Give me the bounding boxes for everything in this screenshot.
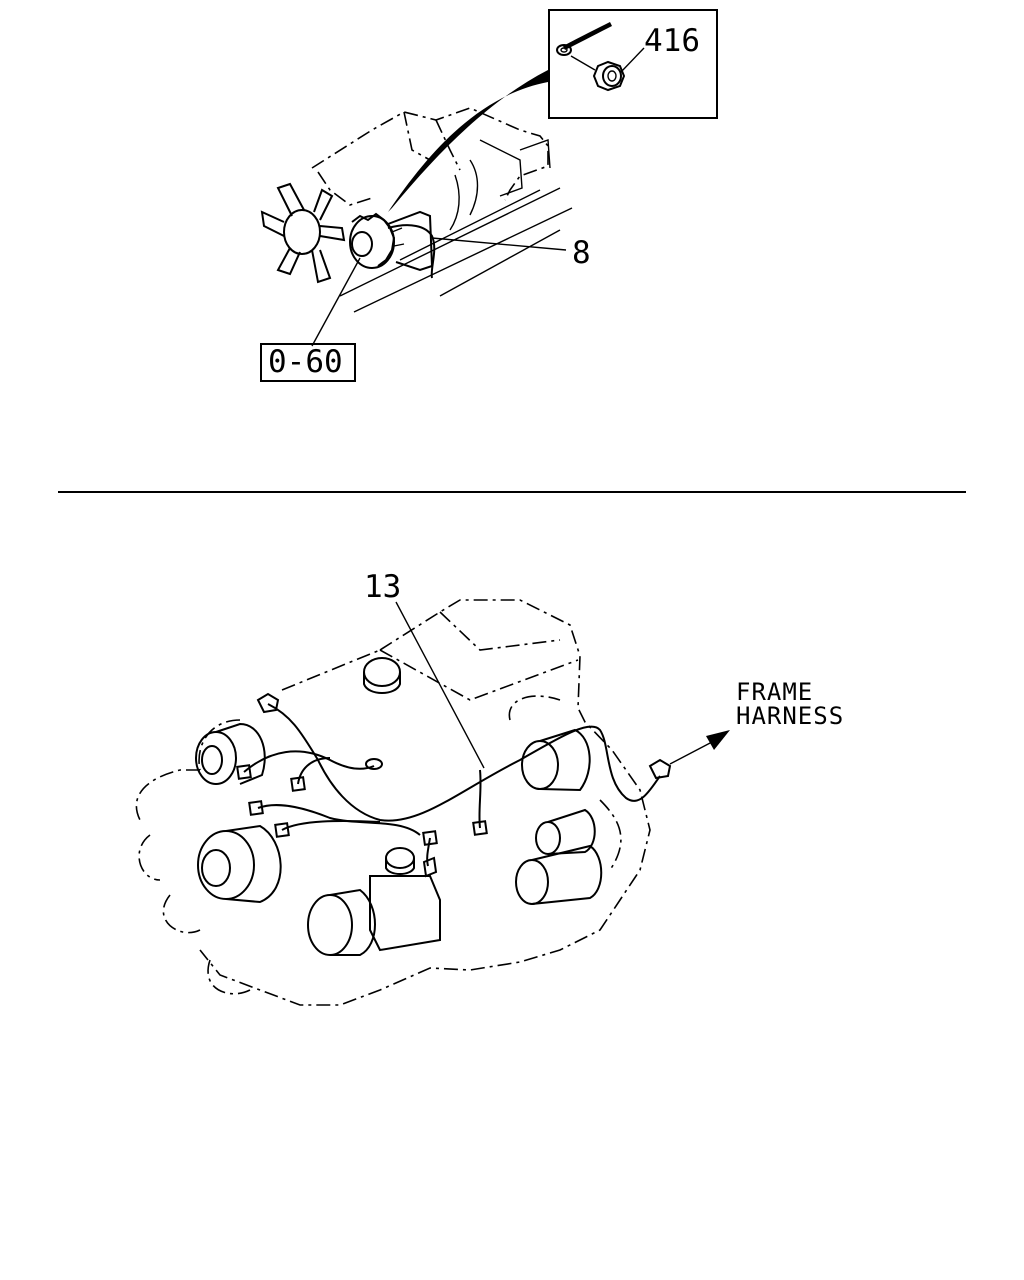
callout-13-label: 13 bbox=[364, 569, 401, 605]
alternator-icon bbox=[349, 210, 434, 272]
oil-filler-cap-icon bbox=[363, 657, 401, 694]
detail-inset-frame bbox=[548, 9, 718, 119]
detail-wire bbox=[563, 22, 612, 50]
connector-icon bbox=[236, 692, 488, 878]
front-pulley-icon bbox=[195, 722, 376, 956]
detail-inset: 416 bbox=[388, 9, 718, 212]
frame-harness-label-line1: FRAME bbox=[736, 678, 813, 706]
callout-416-label: 416 bbox=[644, 23, 700, 59]
injection-pump-icon bbox=[369, 847, 441, 952]
callout-8-label: 8 bbox=[572, 235, 591, 271]
washer-icon bbox=[556, 44, 572, 56]
callout-0-60-box bbox=[260, 343, 356, 382]
detail-pointer-wedge bbox=[388, 70, 548, 212]
callout-416-leader bbox=[620, 47, 645, 73]
wire-harness-8 bbox=[387, 224, 436, 279]
nut-icon bbox=[570, 55, 626, 92]
frame-harness-arrow-line bbox=[669, 741, 713, 765]
frame-harness-label-line2: HARNESS bbox=[736, 702, 844, 730]
ground-terminal-icon bbox=[365, 758, 383, 770]
callout-0-60-leader bbox=[311, 257, 361, 347]
callout-0-60-label: 0-60 bbox=[268, 344, 343, 380]
callout-13-leader bbox=[395, 601, 485, 769]
starter-icon bbox=[515, 728, 603, 905]
callout-8-leader bbox=[431, 237, 567, 251]
fan-icon bbox=[260, 182, 346, 284]
frame-harness-arrow-icon bbox=[706, 730, 730, 750]
frame-harness-connector-icon bbox=[648, 758, 672, 780]
bottom-view: FRAME HARNESS 13 bbox=[135, 569, 844, 1006]
top-view: 416 bbox=[260, 9, 718, 382]
wire-harness-13 bbox=[243, 703, 661, 867]
engine-top bbox=[311, 107, 573, 313]
